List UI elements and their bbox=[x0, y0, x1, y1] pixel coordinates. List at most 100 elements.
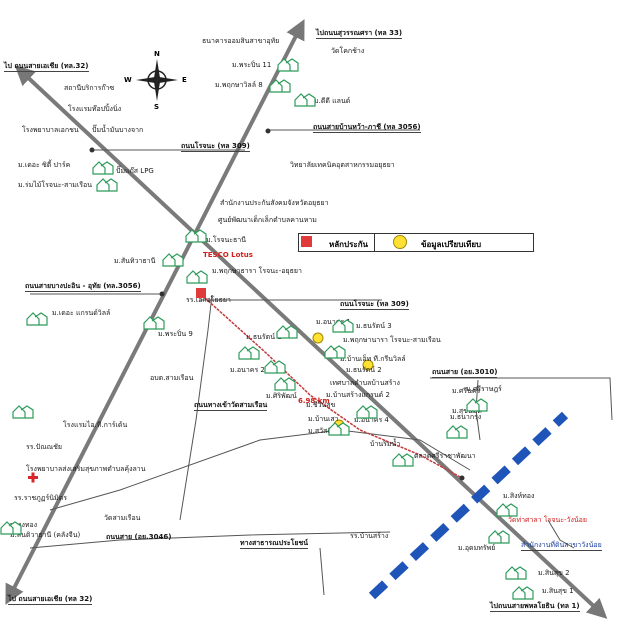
place-child-center: ศูนย์พัฒนาเด็กเล็กตำบลคานหาม bbox=[218, 216, 317, 224]
road-label-bangprain: ถนนสายบางปะอิน - อุทัย (ทล.3056) bbox=[25, 282, 141, 292]
place-m-sawasdee: ม.สวัสดี bbox=[308, 427, 332, 435]
railway-line bbox=[368, 411, 569, 600]
place-wat-rojana-wangnoi: วัดท่าศาลา โรจนะ-วังน้อย bbox=[508, 516, 587, 524]
village-house-icon bbox=[466, 398, 488, 412]
place-m-pruksathara: ม.พฤกษาธารา โรจนะ-อยุธยา bbox=[212, 267, 302, 275]
place-tesco-lotus: TESCO Lotus bbox=[203, 251, 253, 259]
place-hotel: โรงแรมท๊อปปิ้งนิ่ง bbox=[68, 105, 122, 113]
village-house-icon bbox=[26, 312, 48, 326]
place-m-pongthong: ม.พงทอง bbox=[10, 521, 38, 529]
village-house-icon bbox=[264, 360, 286, 374]
road-label-asia-bottom: ไป ถนนสายเอเชีย (ทล 32) bbox=[8, 595, 93, 605]
place-m-srirat: ม.ศรีราษฎร์ bbox=[466, 385, 502, 393]
place-m-the-grand: ม.เดอะ แกรนด์วิลล์ bbox=[52, 309, 111, 317]
place-gas-station-top: สถานีบริการก๊าซ bbox=[64, 84, 115, 92]
road-label-sai-3046: ถนนสาย (อย.3046) bbox=[106, 533, 172, 541]
compass-w-label: W bbox=[124, 76, 132, 84]
road-label-public-lane: ทางสาธารณประโยชน์ bbox=[240, 539, 308, 549]
comparison-marker bbox=[362, 359, 374, 371]
legend-comparison-label: ข้อมูลเปรียบเทียบ bbox=[421, 240, 482, 249]
village-house-icon bbox=[274, 377, 296, 391]
village-house-icon bbox=[324, 345, 346, 359]
place-m-bansang-grand2: ม.บ้านสร้างแกรนด์ 2 bbox=[326, 391, 390, 399]
junction-dot bbox=[459, 475, 465, 481]
junction-dot bbox=[159, 291, 165, 297]
place-m-anakorn4: ม.อนาคร 4 bbox=[354, 416, 389, 424]
place-m-ddland: ม.ดีดี แลนด์ bbox=[314, 97, 351, 105]
place-bansang-municipality: เทศบาลตำบลบ้านสร้าง bbox=[330, 379, 400, 387]
place-m-cheewinsuk: ม.ชีวินสุข bbox=[306, 401, 336, 409]
place-hospital-top: โรงพยาบาลเอกชน bbox=[22, 126, 79, 134]
place-m-rojana-samruen: ม.ร่มไม้โรจนะ-สามเรือน bbox=[18, 181, 92, 189]
village-house-icon bbox=[294, 93, 316, 107]
legend-collateral-swatch bbox=[301, 236, 312, 247]
road-village-loop bbox=[49, 429, 471, 511]
place-m-city-park: ม.เดอะ ซิตี้ ปาร์ค bbox=[18, 161, 71, 169]
route-distance: 6.98 km bbox=[298, 397, 330, 405]
place-m-santiwathani-2: ม.สันติวาธานี (คลังจีน) bbox=[10, 531, 81, 539]
village-house-icon bbox=[186, 270, 208, 284]
place-rr-rajnimit: รร.ราชภูฏร์นิมิตร bbox=[14, 494, 67, 502]
village-house-icon bbox=[0, 521, 22, 535]
place-health-center: โรงพยาบาลส่งเสริมสุขภาพตำบลคุ้งลาน bbox=[26, 465, 146, 473]
road-label-watsamruen: ถนนทางเข้าวัดสามเรือน bbox=[194, 401, 268, 411]
place-m-tanarat1: ม.ธนรัตน์ 1 bbox=[246, 333, 282, 341]
road-sai-3010 bbox=[430, 377, 613, 421]
road-wangnoi-spur bbox=[547, 519, 575, 549]
place-m-anakorn1: ม.อนาคร 1 bbox=[316, 318, 351, 326]
legend-comparison-swatch bbox=[393, 235, 407, 249]
place-m-rojanathani: ม.โรจนะธานี bbox=[206, 236, 246, 244]
village-house-icon bbox=[496, 503, 518, 517]
village-house-icon bbox=[276, 325, 298, 339]
village-house-icon bbox=[392, 453, 414, 467]
map-legend: หลักประกัน ข้อมูลเปรียบเทียบ bbox=[298, 233, 534, 252]
place-m-srinakorn: ม.ศรีนคร bbox=[452, 387, 481, 395]
place-m-bansao: ม.บ้านเสา bbox=[308, 415, 339, 423]
compass-s-label: S bbox=[154, 103, 160, 111]
place-m-siriphat: ม.ศิริพัฒน์ bbox=[266, 392, 297, 400]
main-road-nw-se bbox=[14, 65, 608, 619]
village-house-icon bbox=[512, 586, 534, 600]
road-label-suphan-top: ไปถนนสุวรรณศรา (ทล 33) bbox=[316, 29, 403, 39]
place-rr-ekkol: รร.เอกอโยธยา bbox=[186, 296, 231, 304]
place-rr-bansang: รร.บ้านสร้าง bbox=[350, 532, 389, 540]
collateral-marker bbox=[196, 288, 206, 298]
road-public-lane bbox=[319, 547, 325, 596]
place-m-thanakrung: ม.ธนากรุง bbox=[450, 413, 482, 421]
village-house-icon bbox=[96, 178, 118, 192]
village-house-icon bbox=[328, 422, 350, 436]
compass-e-label: E bbox=[182, 76, 187, 84]
place-m-pruksanara: ม.พฤกษานารา โรจนะ-สามเรือน bbox=[343, 336, 441, 344]
road-label-rojana-309-b: ถนนโรจนะ (ทล 309) bbox=[340, 300, 409, 310]
road-sai-3046 bbox=[29, 531, 391, 549]
comparison-marker bbox=[312, 332, 324, 344]
place-m-praphin11: ม.พระปิ่น 11 bbox=[232, 61, 272, 69]
village-house-icon bbox=[185, 229, 207, 243]
village-house-icon bbox=[143, 316, 165, 330]
place-m-anakorn2: ม.อนาคร 2 bbox=[230, 366, 265, 374]
road-label-bangpahan: ถนนสายบ้านหว้า-ภาชี (ทล 3056) bbox=[313, 123, 421, 133]
legend-divider bbox=[374, 234, 375, 251]
place-m-pruksaville8: ม.พฤกษาวิลล์ 8 bbox=[215, 81, 263, 89]
village-house-icon bbox=[162, 253, 184, 267]
place-lpg: ปั๊มแก๊ส LPG bbox=[116, 167, 154, 175]
village-house-icon bbox=[12, 405, 34, 419]
village-house-icon bbox=[505, 566, 527, 580]
main-road-ne-sw bbox=[5, 19, 305, 605]
junction-dot bbox=[265, 128, 271, 134]
place-m-sinsuk1: ม.สินสุข 1 bbox=[542, 587, 574, 595]
place-hotel-it-garden: โรงแรมไอ.ที.การ์เด้น bbox=[63, 421, 128, 429]
village-house-icon bbox=[332, 319, 354, 333]
place-m-praphin9: ม.พระปิ่น 9 bbox=[158, 330, 193, 338]
village-house-icon bbox=[92, 161, 114, 175]
place-banrimnam: บ้านริมน้ำ bbox=[370, 440, 401, 448]
place-m-sinsuk2: ม.สินสุข 2 bbox=[538, 569, 570, 577]
road-label-rojana-309-a: ถนนโรจนะ (ทล 309) bbox=[181, 142, 250, 152]
place-m-singthong: ม.สิงห์ทอง bbox=[503, 492, 535, 500]
distance-route bbox=[204, 297, 463, 479]
compass-rose bbox=[136, 59, 178, 101]
place-college: วิทยาลัยเทคนิคอุตสาหกรรมอยุธยา bbox=[290, 161, 395, 169]
place-bank: ธนาคารออมสินสาขาอุทัย bbox=[202, 37, 280, 45]
village-house-icon bbox=[269, 79, 291, 93]
